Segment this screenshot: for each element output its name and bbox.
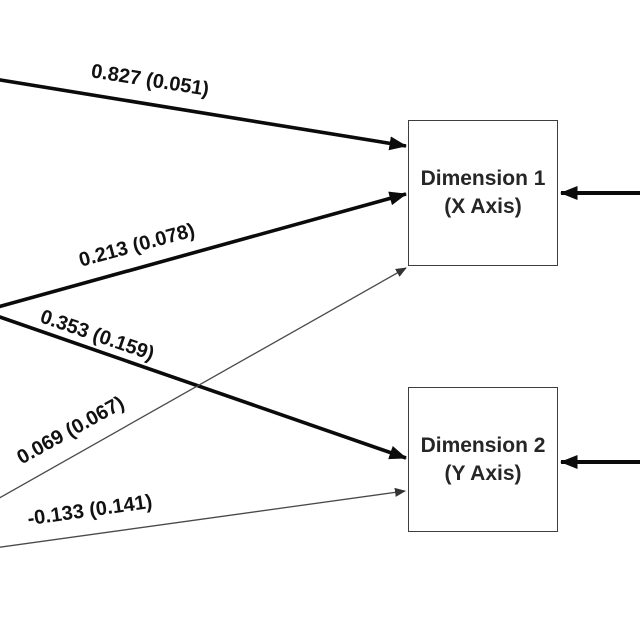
edge-line-0213	[0, 191, 407, 309]
node-dimension-1-title: Dimension 1	[420, 167, 546, 190]
edge-line-0353	[0, 315, 407, 460]
node-dimension-1: Dimension 1 (X Axis)	[408, 120, 558, 266]
edge-line-0069	[0, 267, 407, 499]
edge-line-0827	[0, 78, 407, 151]
edge-line-m0133	[0, 487, 406, 548]
node-dimension-2-subtitle: (Y Axis)	[444, 461, 522, 485]
node-dimension-1-subtitle: (X Axis)	[444, 195, 522, 218]
node-dimension-2: Dimension 2 (Y Axis)	[408, 387, 558, 532]
node-dimension-2-title: Dimension 2	[420, 433, 546, 457]
